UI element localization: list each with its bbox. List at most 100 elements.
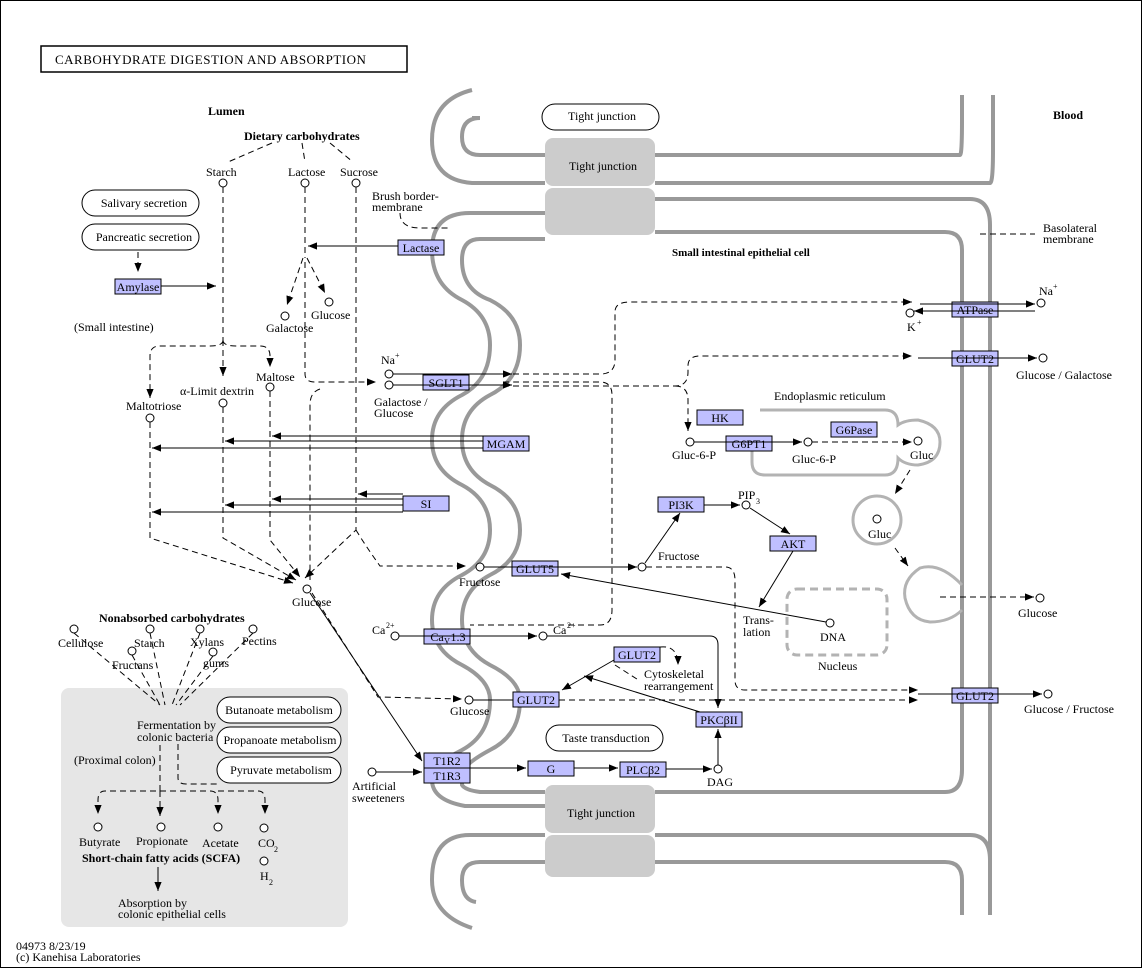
edge — [177, 744, 217, 785]
lactose-node[interactable] — [300, 178, 310, 188]
gluc6p-er-node[interactable] — [803, 437, 813, 447]
gluc-er-node[interactable] — [913, 436, 923, 446]
k-superscript: + — [917, 318, 922, 327]
gene-plcb2[interactable]: PLCβ2 — [619, 761, 667, 778]
ca-cell-node[interactable] — [538, 631, 548, 641]
edge — [306, 257, 326, 294]
gene-pi3k[interactable]: PI3K — [657, 496, 705, 513]
artificial-sweeteners-node[interactable] — [367, 767, 377, 777]
pi3k-label: PI3K — [668, 498, 694, 512]
lactose-label: Lactose — [288, 165, 325, 179]
gene-glut5[interactable]: GLUT5 — [511, 560, 559, 577]
fructans-node[interactable] — [127, 646, 137, 656]
pip3-node[interactable] — [741, 500, 751, 510]
gene-t1r2[interactable]: T1R2 — [423, 752, 471, 769]
dna-node[interactable] — [825, 618, 835, 628]
glc-fru-blood-node[interactable] — [1043, 689, 1053, 699]
galactose-node[interactable] — [280, 311, 290, 321]
acetate-node[interactable] — [213, 822, 223, 832]
pancreatic-secretion-link[interactable]: Pancreatic secretion — [81, 223, 200, 251]
maltose-label: Maltose — [256, 370, 295, 384]
edge — [894, 469, 911, 495]
alpha-limit-node[interactable] — [218, 398, 228, 408]
glucose-blood-node[interactable] — [1035, 593, 1045, 603]
gene-amylase[interactable]: Amylase — [114, 278, 162, 295]
butanoate-link[interactable]: Butanoate metabolism — [216, 696, 342, 724]
ca-lumen-node[interactable] — [390, 631, 400, 641]
pectins-label: Pectins — [242, 634, 277, 648]
gal-glc-node[interactable] — [384, 380, 394, 390]
glc-gal-blood-node[interactable] — [1038, 353, 1048, 363]
gene-mgam[interactable]: MGAM — [482, 435, 530, 452]
si-label: SI — [421, 497, 432, 511]
gene-t1r3[interactable]: T1R3 — [423, 767, 471, 784]
gene-si[interactable]: SI — [402, 495, 450, 512]
gene-g[interactable]: G — [527, 760, 575, 777]
pancreatic-label: Pancreatic secretion — [96, 230, 192, 244]
taste-transduction-link[interactable]: Taste transduction — [545, 724, 664, 752]
gene-pkcb2[interactable]: PKCβII — [695, 711, 743, 728]
h2-node[interactable] — [259, 856, 269, 866]
pectins-node[interactable] — [248, 624, 258, 634]
gene-sglt1[interactable]: SGLT1 — [422, 374, 470, 391]
tight-junction-pathway[interactable]: Tight junction — [541, 103, 660, 131]
gene-hk[interactable]: HK — [696, 409, 744, 426]
absorption-label: Absorption by — [118, 896, 187, 910]
xylans-node[interactable] — [195, 624, 205, 634]
akt-label: AKT — [781, 537, 806, 551]
gene-g6pase[interactable]: G6Pase — [830, 421, 878, 438]
k-node[interactable] — [905, 308, 915, 318]
salivary-secretion-link[interactable]: Salivary secretion — [81, 189, 200, 217]
tight-junction-label: Tight junction — [569, 159, 637, 173]
dag-node[interactable] — [713, 764, 723, 774]
propionate-node[interactable] — [156, 822, 166, 832]
lumen-label: Lumen — [208, 104, 245, 118]
gene-cav13[interactable]: Ca V 1.3 — [423, 628, 471, 646]
pip3-label: PIP — [738, 488, 756, 502]
edge — [301, 142, 306, 163]
glucose-glut2-node[interactable] — [464, 695, 474, 705]
na-node[interactable] — [384, 369, 394, 379]
gene-glut2-baso2[interactable]: GLUT2 — [951, 687, 999, 704]
co2-node[interactable] — [259, 823, 269, 833]
fructose-cell-label: Fructose — [658, 549, 699, 563]
gene-akt[interactable]: AKT — [769, 535, 817, 552]
cellulose-node[interactable] — [69, 624, 79, 634]
maltotriose-node[interactable] — [145, 413, 155, 423]
edge — [560, 572, 827, 623]
h2-subscript: 2 — [269, 878, 273, 887]
na-blood-node[interactable] — [1036, 298, 1046, 308]
edge — [160, 790, 222, 814]
edge — [269, 391, 301, 578]
glucose-node[interactable] — [324, 297, 334, 307]
gene-atpase[interactable]: ATPase — [951, 301, 999, 318]
gluc-vesicle-node[interactable] — [872, 514, 882, 524]
brush-border-label: membrane — [372, 200, 423, 214]
glucose-lumen-node[interactable] — [302, 584, 312, 594]
gene-glut2-apical[interactable]: GLUT2 — [512, 691, 560, 708]
maltose-node[interactable] — [265, 382, 275, 392]
sucrose-node[interactable] — [351, 178, 361, 188]
glc-gal-blood-label: Glucose / Galactose — [1016, 368, 1112, 382]
gene-lactase[interactable]: Lactase — [397, 239, 445, 256]
acetate-label: Acetate — [202, 836, 239, 850]
fructose-cell-node[interactable] — [637, 562, 647, 572]
butyrate-node[interactable] — [93, 822, 103, 832]
na-blood-superscript: + — [1053, 282, 1058, 291]
fructose-lumen-node[interactable] — [475, 562, 485, 572]
g6pt1-label: G6PT1 — [732, 437, 767, 451]
starch-node[interactable] — [218, 178, 228, 188]
gluc6p-node[interactable] — [685, 437, 695, 447]
gene-g6pt1[interactable]: G6PT1 — [725, 435, 773, 452]
propanoate-link[interactable]: Propanoate metabolism — [216, 726, 342, 754]
starch2-node[interactable] — [145, 624, 155, 634]
cav13-label: Ca — [430, 630, 444, 644]
t1r3-label: T1R3 — [433, 769, 460, 783]
gums-node[interactable] — [208, 647, 218, 657]
page-title: CARBOHYDRATE DIGESTION AND ABSORPTION — [55, 52, 366, 67]
er-label: Endoplasmic reticulum — [774, 389, 886, 403]
gene-glut2-vesicle[interactable]: GLUT2 — [613, 646, 661, 663]
pyruvate-link[interactable]: Pyruvate metabolism — [216, 756, 342, 784]
